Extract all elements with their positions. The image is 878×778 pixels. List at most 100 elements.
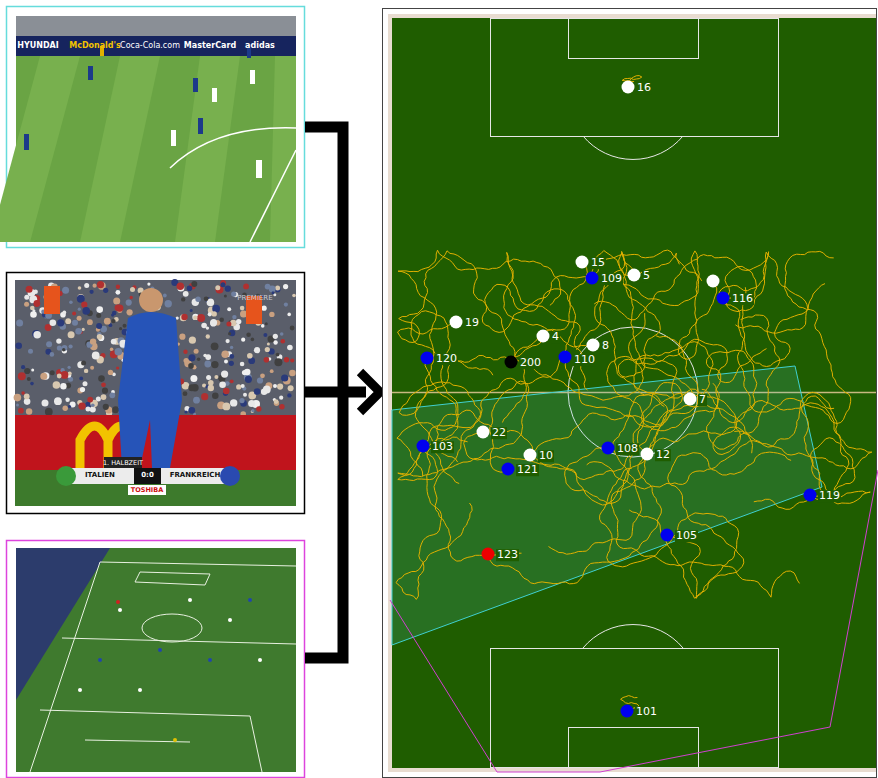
trajectory: [619, 253, 713, 407]
player-number: 22: [491, 427, 507, 439]
spectator: [78, 402, 85, 409]
player-number: 15: [590, 257, 606, 269]
spectator: [248, 400, 255, 407]
spectator: [227, 307, 231, 311]
spectator: [221, 282, 226, 287]
spectator: [204, 296, 209, 301]
spectator: [219, 381, 226, 388]
player-head: [139, 288, 163, 312]
player-dot: [707, 275, 720, 288]
spectator: [240, 362, 245, 367]
spectator: [93, 284, 97, 288]
spectator: [236, 319, 241, 324]
spectator: [18, 372, 26, 380]
spectator: [80, 387, 85, 392]
spectator: [208, 385, 214, 391]
spectator: [116, 285, 120, 289]
spectator: [251, 410, 254, 413]
spectator: [57, 345, 62, 350]
spectator: [277, 384, 283, 390]
ad-text: adidas: [245, 42, 275, 50]
spectator: [65, 398, 69, 402]
player-number: 105: [675, 530, 698, 542]
spectator: [103, 288, 108, 293]
trajectory: [398, 250, 561, 483]
spectator: [284, 303, 288, 307]
spectator: [283, 284, 288, 289]
spectator: [229, 354, 234, 359]
spectator: [243, 284, 249, 290]
spectator: [82, 307, 90, 315]
trajectory: [565, 383, 720, 504]
spectator: [77, 316, 82, 321]
spectator: [221, 371, 228, 378]
spectator: [130, 287, 135, 292]
field-edge: [388, 14, 876, 772]
spectator: [21, 391, 25, 395]
spectator: [224, 295, 227, 298]
trajectory: [576, 251, 716, 359]
spectator: [251, 338, 255, 342]
spectator: [87, 319, 93, 325]
spectator: [208, 312, 212, 316]
spectator: [69, 300, 73, 304]
player-number: 200: [519, 357, 542, 369]
spectator: [84, 369, 88, 373]
spectator: [219, 318, 224, 323]
spectator: [61, 371, 69, 379]
spectator: [101, 394, 107, 400]
player-number: 8: [601, 340, 610, 352]
spectator: [97, 281, 104, 288]
player-dots: [417, 81, 817, 718]
spectator: [147, 283, 150, 286]
player-number: 7: [698, 394, 707, 406]
player-dot: [477, 426, 490, 439]
spectator: [28, 349, 33, 354]
score-bar: [60, 468, 236, 484]
spectator: [189, 354, 196, 361]
trajectory: [667, 452, 791, 598]
spectator: [281, 339, 286, 344]
spectator: [256, 406, 261, 411]
player-figure: [118, 312, 182, 468]
spectator: [26, 286, 33, 293]
spectator: [26, 408, 32, 414]
trajectory: [738, 251, 851, 423]
spectator: [24, 368, 30, 374]
spectator: [111, 319, 115, 323]
spectator: [81, 302, 87, 308]
pitch-lines: [30, 562, 296, 772]
spectator: [184, 358, 189, 363]
trajectory: [595, 251, 753, 454]
spectator: [184, 410, 187, 413]
spectator: [34, 300, 41, 307]
pitch: [392, 18, 876, 768]
trajectory: [530, 313, 677, 455]
spectator: [183, 291, 189, 297]
player-number: 4: [551, 331, 560, 343]
spectator: [270, 369, 274, 373]
spectator: [87, 397, 93, 403]
spectator: [98, 375, 105, 382]
players: [24, 46, 262, 178]
spectator: [62, 311, 66, 315]
spectator: [254, 388, 261, 395]
spectator: [123, 324, 127, 328]
spectator: [113, 298, 120, 305]
spectator: [111, 314, 114, 317]
player-dot: [641, 448, 654, 461]
spectator: [62, 345, 68, 351]
spectator: [79, 377, 83, 381]
pitch-line: [250, 150, 296, 242]
player-number: 110: [573, 354, 596, 366]
spectator: [279, 396, 283, 400]
spectator: [24, 394, 30, 400]
spectator: [191, 281, 197, 287]
stands: [16, 548, 110, 700]
spectator: [225, 286, 231, 292]
spectator: [194, 349, 199, 354]
spectator: [261, 324, 265, 328]
spectator: [274, 399, 279, 404]
spectator: [103, 404, 109, 410]
arrow-head: [360, 372, 380, 412]
